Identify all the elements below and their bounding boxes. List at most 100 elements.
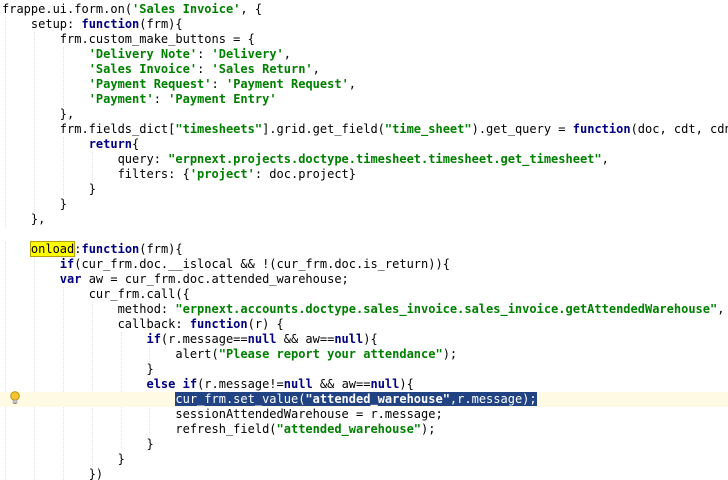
- code-line[interactable]: query: "erpnext.projects.doctype.timeshe…: [0, 152, 728, 167]
- code-line[interactable]: }: [0, 452, 728, 467]
- code-line[interactable]: method: "erpnext.accounts.doctype.sales_…: [0, 302, 728, 317]
- code-token: }: [59, 197, 68, 211]
- keyword: if: [182, 377, 198, 391]
- keyword: function: [81, 17, 140, 31]
- keyword: function: [189, 317, 248, 331]
- code-line[interactable]: alert("Please report your attendance");: [0, 347, 728, 362]
- code-token: aw = cur_frm.doc.attended_warehouse;: [81, 272, 349, 286]
- code-token: (r) {: [247, 317, 284, 331]
- code-line-text: cur_frm.set_value("attended_warehouse",r…: [175, 392, 537, 407]
- code-line[interactable]: cur_frm.call({: [0, 287, 728, 302]
- code-line-text: query: "erpnext.projects.doctype.timeshe…: [118, 152, 609, 167]
- code-line[interactable]: },: [0, 212, 728, 227]
- code-line[interactable]: onload:function(frm){: [0, 241, 728, 257]
- keyword: function: [81, 242, 140, 256]
- code-token: :: [153, 92, 169, 106]
- code-line[interactable]: return{: [0, 137, 728, 152]
- code-line[interactable]: 'Payment Request': 'Payment Request',: [0, 77, 728, 92]
- selected-code: ,r.message);: [449, 392, 537, 406]
- code-token: (r.message!=: [197, 377, 284, 391]
- search-highlight: onload: [29, 241, 76, 257]
- indent-guide: [63, 47, 64, 107]
- code-token: },: [59, 107, 75, 121]
- code-line[interactable]: frm.custom_make_buttons = {: [0, 32, 728, 47]
- code-line[interactable]: }: [0, 362, 728, 377]
- code-line[interactable]: }: [0, 197, 728, 212]
- code-token: ,: [312, 62, 320, 76]
- code-line[interactable]: }: [0, 182, 728, 197]
- code-token: :: [74, 242, 82, 256]
- string-literal: 'Delivery Note': [88, 47, 198, 61]
- code-line[interactable]: frappe.ui.form.on('Sales Invoice', {: [0, 2, 728, 17]
- code-line-text: alert("Please report your attendance");: [175, 347, 457, 362]
- code-token: );: [421, 422, 436, 436]
- code-line[interactable]: if(cur_frm.doc.__islocal && !(cur_frm.do…: [0, 257, 728, 272]
- indent-guide: [34, 257, 35, 480]
- code-token: }: [146, 437, 154, 451]
- code-line-text: if(cur_frm.doc.__islocal && !(cur_frm.do…: [60, 257, 450, 272]
- code-line[interactable]: }): [0, 467, 728, 480]
- string-literal: "attended_warehouse": [276, 422, 422, 436]
- keyword: else: [146, 377, 176, 391]
- code-token: [175, 377, 182, 391]
- code-token: ].grid.get_field(: [262, 122, 385, 136]
- code-token: method:: [117, 302, 176, 316]
- code-line-text: frappe.ui.form.on('Sales Invoice', {: [2, 2, 262, 17]
- code-token: ,: [283, 47, 291, 61]
- code-line[interactable]: refresh_field("attended_warehouse");: [0, 422, 728, 437]
- code-line-text: onload:function(frm){: [29, 241, 183, 257]
- code-token: alert(: [175, 347, 219, 361]
- code-line-text: else if(r.message!=null && aw==null){: [146, 377, 413, 392]
- code-line-text: 'Sales Invoice': 'Sales Return',: [89, 62, 320, 77]
- code-line[interactable]: var aw = cur_frm.doc.attended_warehouse;: [0, 272, 728, 287]
- code-token: {: [132, 137, 140, 151]
- code-line[interactable]: [0, 227, 728, 242]
- code-line[interactable]: 'Delivery Note': 'Delivery',: [0, 47, 728, 62]
- code-line-text: }: [60, 197, 67, 212]
- code-line-text: frm.fields_dict["timesheets"].grid.get_f…: [60, 122, 728, 137]
- string-literal: "timesheets": [175, 122, 263, 136]
- indent-guide: [5, 242, 6, 480]
- code-line-text: cur_frm.call({: [89, 287, 190, 302]
- code-token: ,: [348, 77, 357, 91]
- string-literal: 'Payment': [88, 92, 154, 106]
- code-token: }: [117, 452, 125, 466]
- code-token: setup:: [30, 17, 82, 31]
- code-line[interactable]: filters: {'project': doc.project}: [0, 167, 728, 182]
- code-line-text: },: [60, 107, 74, 122]
- code-line-text: callback: function(r) {: [118, 317, 284, 332]
- code-line[interactable]: if(r.message==null && aw==null){: [0, 332, 728, 347]
- code-token: (cur_frm.doc.__islocal && !(cur_frm.doc.…: [74, 257, 450, 271]
- code-line-text: refresh_field("attended_warehouse");: [175, 422, 435, 437]
- code-line[interactable]: }: [0, 437, 728, 452]
- code-token: : doc.project}: [254, 167, 357, 181]
- string-literal: 'Sales Invoice': [132, 2, 241, 16]
- indent-guide: [149, 347, 150, 362]
- code-line[interactable]: 'Sales Invoice': 'Sales Return',: [0, 62, 728, 77]
- code-token: (frm){: [139, 242, 183, 256]
- keyword: if: [59, 257, 75, 271]
- code-line[interactable]: callback: function(r) {: [0, 317, 728, 332]
- string-literal: 'Payment Request': [225, 77, 349, 91]
- code-line[interactable]: cur_frm.set_value("attended_warehouse",r…: [0, 392, 728, 407]
- code-token: frm.custom_make_buttons = {: [59, 32, 255, 46]
- code-token: callback:: [117, 317, 190, 331]
- code-token: }: [146, 362, 154, 376]
- code-line-text: 'Payment': 'Payment Entry': [89, 92, 277, 107]
- code-token: },: [30, 212, 46, 226]
- code-token: }: [88, 182, 96, 196]
- code-line[interactable]: sessionAttendedWarehouse = r.message;: [0, 407, 728, 422]
- code-line-text: filters: {'project': doc.project}: [118, 167, 356, 182]
- code-line[interactable]: 'Payment': 'Payment Entry': [0, 92, 728, 107]
- code-line-text: return{: [89, 137, 140, 152]
- code-line[interactable]: setup: function(frm){: [0, 17, 728, 32]
- code-line-text: 'Payment Request': 'Payment Request',: [89, 77, 356, 92]
- lightbulb-icon[interactable]: [9, 391, 21, 405]
- string-literal: 'project': [189, 167, 255, 181]
- code-line[interactable]: else if(r.message!=null && aw==null){: [0, 377, 728, 392]
- code-line[interactable]: },: [0, 107, 728, 122]
- indent-guide: [63, 137, 64, 197]
- code-line-text: }: [146, 437, 153, 452]
- code-line[interactable]: frm.fields_dict["timesheets"].grid.get_f…: [0, 122, 728, 137]
